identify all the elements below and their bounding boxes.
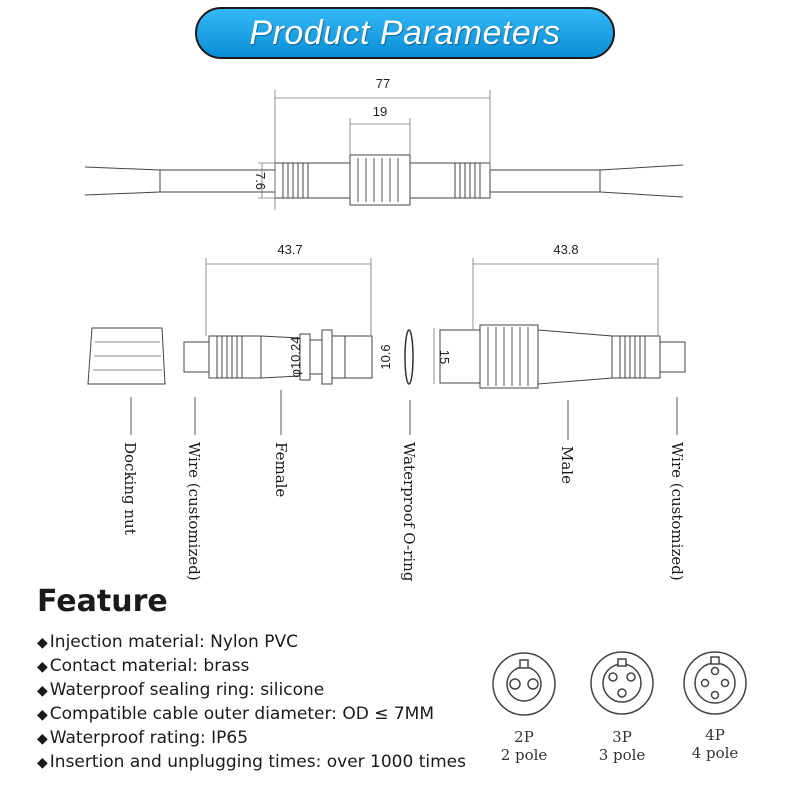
pole-2p-icon — [492, 652, 556, 716]
docking-nut-drawing — [87, 327, 166, 385]
female-connector-drawing — [183, 329, 373, 385]
pole-2p-label: 2P 2 pole — [500, 728, 548, 764]
dimension-lines-top — [258, 90, 491, 210]
dim-assembly-length: 77 — [376, 76, 390, 91]
label-wire-right: Wire (customized) — [668, 442, 686, 581]
pole-3p-label: 3P 3 pole — [598, 728, 646, 764]
feature-item: ◆Injection material: Nylon PVC — [37, 632, 298, 652]
label-male: Male — [558, 446, 576, 484]
header-banner: Product Parameters — [195, 7, 615, 59]
dim-nut-width: 19 — [373, 104, 387, 119]
diamond-bullet-icon: ◆ — [37, 707, 48, 723]
dim-assembly-height: 7.6 — [253, 172, 268, 190]
dim-female-diameter: φ10.24 — [288, 337, 303, 378]
dim-male-length: 43.8 — [553, 242, 578, 257]
diamond-bullet-icon: ◆ — [37, 755, 48, 771]
diamond-bullet-icon: ◆ — [37, 731, 48, 747]
leader-lines — [130, 390, 678, 440]
pole-3p-icon — [590, 651, 654, 715]
page-title: Product Parameters — [249, 13, 561, 52]
dim-female-length: 43.7 — [277, 242, 302, 257]
dimension-lines-exploded — [205, 258, 659, 384]
feature-title: Feature — [37, 584, 168, 619]
pole-4p-label: 4P 4 pole — [691, 726, 739, 762]
label-docking-nut: Docking nut — [121, 442, 139, 535]
diamond-bullet-icon: ◆ — [37, 659, 48, 675]
right-wire-bottom — [490, 191, 684, 198]
pole-4p-icon — [683, 651, 747, 715]
dim-female-tip: 10.6 — [378, 344, 393, 369]
oring-drawing — [404, 329, 414, 385]
label-female: Female — [272, 442, 290, 498]
diamond-bullet-icon: ◆ — [37, 635, 48, 651]
right-wire-top — [490, 164, 684, 171]
feature-item: ◆Insertion and unplugging times: over 10… — [37, 752, 466, 772]
assembled-connector — [84, 154, 684, 206]
diamond-bullet-icon: ◆ — [37, 683, 48, 699]
feature-list: ◆Injection material: Nylon PVC ◆Contact … — [37, 630, 466, 774]
male-connector-drawing — [439, 324, 686, 389]
label-oring: Waterproof O-ring — [400, 442, 418, 582]
dim-male-diameter: 15 — [437, 350, 452, 364]
feature-item: ◆Contact material: brass — [37, 656, 250, 676]
feature-item: ◆Compatible cable outer diameter: OD ≤ 7… — [37, 704, 434, 724]
label-wire-left: Wire (customized) — [185, 442, 203, 581]
feature-item: ◆Waterproof rating: IP65 — [37, 728, 249, 748]
feature-item: ◆Waterproof sealing ring: silicone — [37, 680, 325, 700]
